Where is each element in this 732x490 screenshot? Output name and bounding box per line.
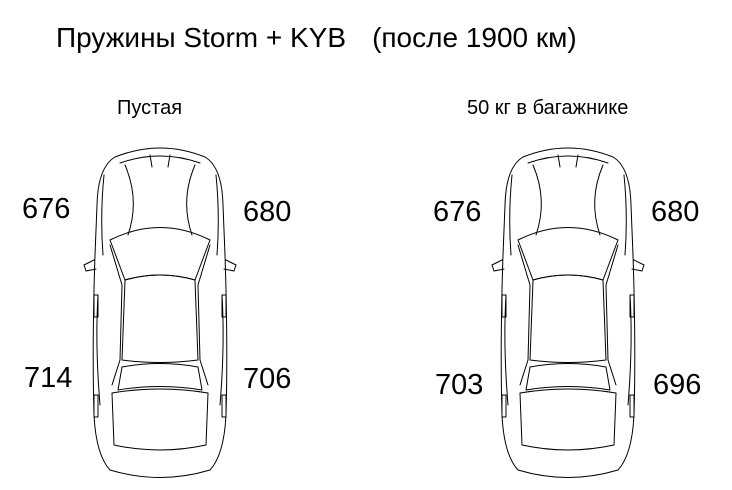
title-main: Пружины Storm + KYB [56,22,347,53]
rear-left-height-empty: 714 [24,362,73,394]
front-right-height-loaded: 680 [651,196,700,228]
title-sub: (после 1900 км) [372,22,577,53]
rear-right-height-empty: 706 [243,363,292,395]
panel-caption-empty: Пустая [117,97,183,119]
rear-right-height-loaded: 696 [653,369,702,401]
car-outline-top-view-loaded [491,147,645,478]
page-title: Пружины Storm + KYB (после 1900 км) [56,22,577,54]
front-right-height-empty: 680 [243,196,292,228]
car-outline-top-view-empty [83,147,237,478]
rear-left-height-loaded: 703 [435,369,484,401]
front-left-height-empty: 676 [22,193,71,225]
front-left-height-loaded: 676 [433,196,482,228]
panel-caption-loaded: 50 кг в багажнике [467,97,629,119]
